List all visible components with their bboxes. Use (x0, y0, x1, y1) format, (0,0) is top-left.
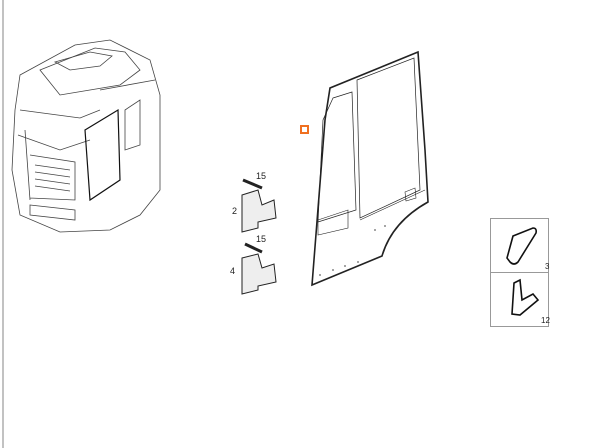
door-panel-drawing (311, 50, 429, 287)
truck-cab-drawing (11, 39, 161, 233)
callout-label[interactable]: 12 (541, 316, 550, 325)
hinge-upper-drawing (241, 178, 277, 233)
callout-label[interactable]: 2 (232, 206, 238, 216)
plate-triangular-icon (506, 227, 537, 265)
plate-boxes (490, 218, 549, 327)
callout-label[interactable]: 15 (256, 234, 267, 244)
callout-label[interactable]: 4 (230, 266, 236, 276)
hinge-lower-drawing (241, 242, 277, 295)
callout-label[interactable]: 3 (545, 262, 550, 271)
callout-label[interactable]: 15 (256, 171, 267, 181)
hotspot-marker[interactable] (300, 125, 309, 134)
plate-l-shaped-icon (511, 278, 540, 316)
